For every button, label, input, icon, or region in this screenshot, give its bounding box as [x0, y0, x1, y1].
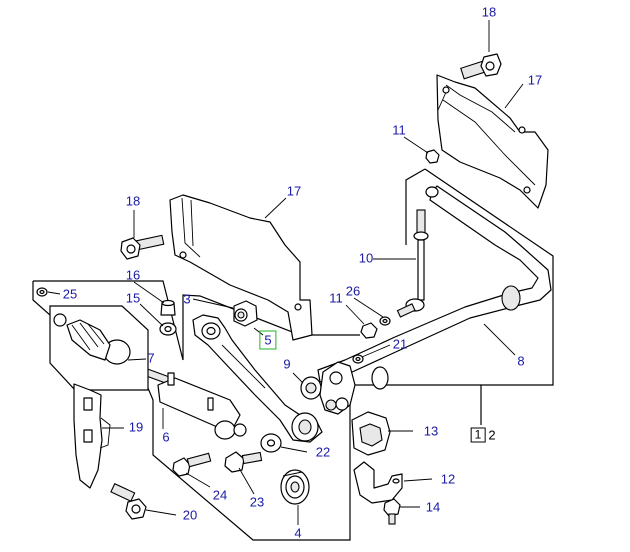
callout-11-middle[interactable]: 11 [329, 290, 343, 306]
callout-11-upper[interactable]: 11 [392, 122, 406, 138]
bush-4 [280, 469, 310, 505]
bolt-upper [460, 53, 502, 80]
callout-20[interactable]: 20 [182, 507, 198, 523]
callout-19[interactable]: 19 [128, 419, 144, 435]
bolt-24 [172, 452, 212, 477]
callout-16[interactable]: 16 [125, 267, 141, 283]
callout-13[interactable]: 13 [423, 423, 439, 439]
bush-5 [233, 300, 258, 327]
clamp-bracket-12 [353, 461, 403, 504]
callout-22[interactable]: 22 [315, 444, 331, 460]
clamp-13 [351, 411, 391, 456]
bracket-19 [73, 383, 111, 489]
bush-9 [300, 376, 322, 400]
callout-6[interactable]: 6 [162, 429, 170, 445]
heat-shield-upper [436, 74, 549, 209]
callout-1-boxed[interactable]: 1 [470, 427, 486, 443]
callout-18-upper[interactable]: 18 [481, 4, 497, 20]
callout-24[interactable]: 24 [212, 487, 228, 503]
trailing-arm [192, 314, 323, 443]
callout-21[interactable]: 21 [392, 336, 408, 352]
bolt-14 [383, 498, 401, 525]
callout-23[interactable]: 23 [249, 494, 265, 510]
assembly-frame-main [33, 280, 360, 361]
bolt-23 [224, 451, 263, 473]
callout-15[interactable]: 15 [125, 290, 141, 306]
bolt-left [120, 234, 165, 260]
callout-17-upper[interactable]: 17 [527, 72, 543, 88]
leader-lines [47, 20, 524, 525]
callout-14[interactable]: 14 [425, 499, 441, 515]
anti-roll-bar [317, 185, 552, 390]
callout-26[interactable]: 26 [345, 283, 361, 299]
callout-8[interactable]: 8 [517, 353, 525, 369]
callout-3[interactable]: 3 [183, 291, 191, 307]
assembly-frame-2 [405, 168, 426, 245]
stud-bush [159, 299, 177, 336]
washer-22 [260, 433, 282, 453]
bolt-20 [110, 482, 147, 520]
callout-12[interactable]: 12 [440, 471, 456, 487]
callout-17-left[interactable]: 17 [286, 183, 302, 199]
nut-upper [425, 149, 440, 164]
drop-link [396, 209, 429, 318]
damper [137, 365, 247, 440]
callout-5-selected[interactable]: 5 [259, 330, 277, 350]
callout-18-left[interactable]: 18 [125, 193, 141, 209]
washer-21 [352, 354, 364, 364]
heat-shield-lower [169, 194, 313, 341]
axle-bracket [319, 361, 356, 415]
assembly-frame-1 [424, 168, 554, 425]
callout-9[interactable]: 9 [283, 356, 291, 372]
boot-kit-box [49, 305, 149, 391]
callout-2[interactable]: 2 [488, 427, 496, 443]
callout-25[interactable]: 25 [62, 286, 78, 302]
callout-7[interactable]: 7 [147, 350, 155, 366]
washer-25 [36, 287, 48, 297]
nut-washer-middle [360, 316, 391, 339]
callout-4[interactable]: 4 [294, 525, 302, 541]
callout-10[interactable]: 10 [358, 250, 374, 266]
